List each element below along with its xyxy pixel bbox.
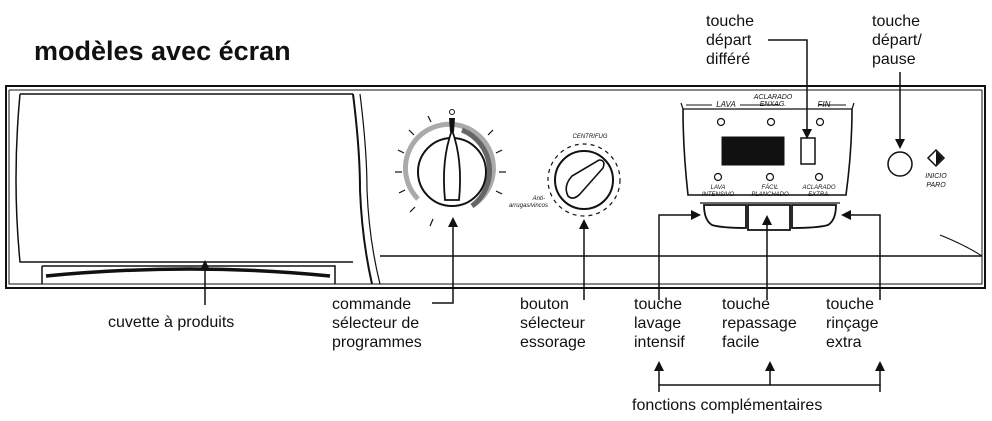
label-enxag: ENXAG.: [760, 101, 787, 108]
callout-intensive-wash: touche lavage intensif: [634, 296, 685, 351]
spin-selector-knob: [547, 143, 621, 217]
callout-dispenser: cuvette à produits: [108, 314, 235, 331]
callout-extra-rinse: touche rinçage extra: [826, 296, 879, 351]
label-aclarado-top: ACLARADO: [753, 94, 793, 101]
function-buttons: [700, 202, 840, 231]
label-arrugas: arrugas/vincos: [509, 203, 548, 209]
dispenser-drawer: [15, 93, 381, 285]
start-pause-button: [887, 148, 946, 177]
label-extra: EXTRA.: [808, 192, 830, 198]
label-planchado: PLANCHADO: [751, 192, 789, 198]
label-intensivo: INTENSIVO: [702, 192, 735, 198]
callout-extra-functions: fonctions complémentaires: [632, 397, 823, 414]
label-lava-2: LAVA: [711, 185, 726, 191]
label-centrifug: CENTRIFUG: [573, 134, 608, 140]
label-paro: PARO: [926, 182, 946, 189]
program-selector-knob: [395, 109, 506, 227]
callout-easy-iron: touche repassage facile: [722, 296, 797, 351]
callout-start-pause: touche départ/ pause: [872, 13, 922, 68]
page-title: modèles avec écran: [34, 36, 291, 66]
label-facil: FÁCIL: [761, 184, 778, 191]
label-inicio: INICIO: [925, 173, 947, 180]
callout-delay-start: touche départ différé: [706, 13, 755, 68]
label-fin: FIN: [818, 100, 831, 109]
panel-labels: LAVA ACLARADO ENXAG. FIN CENTRIFUG Anti-…: [509, 94, 947, 209]
leader-lines: [200, 39, 905, 392]
display-module: [680, 102, 855, 196]
machine-outline: [5, 85, 986, 289]
callout-spin-selector: bouton sélecteur essorage: [520, 296, 586, 351]
callout-program-selector: commande sélecteur de programmes: [332, 296, 422, 351]
label-lava: LAVA: [716, 100, 736, 109]
label-aclarado-bottom: ACLARADO: [801, 185, 835, 191]
label-anti: Anti-: [532, 196, 545, 202]
start-pause-icon: [926, 148, 946, 168]
